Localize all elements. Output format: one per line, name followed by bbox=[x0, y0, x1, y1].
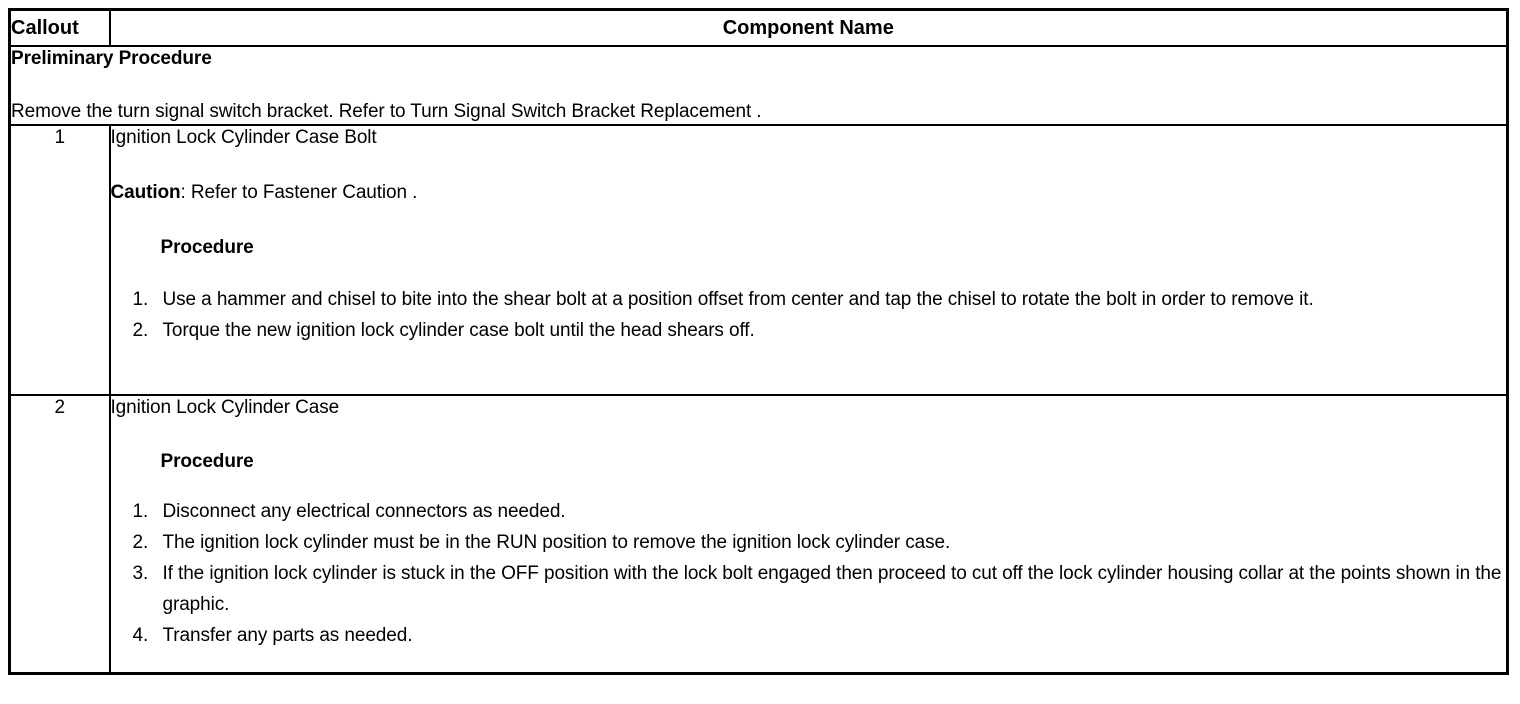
column-header-callout: Callout bbox=[8, 8, 111, 47]
table-header-row: Callout Component Name bbox=[8, 8, 1509, 47]
component-procedure-table: Callout Component Name Preliminary Proce… bbox=[8, 8, 1509, 675]
caution-note-1: Caution: Refer to Fastener Caution . bbox=[111, 181, 1507, 205]
list-item: Transfer any parts as needed. bbox=[132, 620, 413, 651]
callout-number-1: 1 bbox=[8, 124, 111, 396]
component-title-2: Ignition Lock Cylinder Case bbox=[110, 397, 340, 418]
procedure-step-list-1: Use a hammer and chisel to bite into the… bbox=[111, 284, 1507, 346]
table-row: 1 Ignition Lock Cylinder Case Bolt Cauti… bbox=[8, 124, 1509, 396]
table-row: 2 Ignition Lock Cylinder Case Procedure … bbox=[8, 394, 1509, 675]
list-item: Use a hammer and chisel to bite into the… bbox=[132, 284, 1314, 315]
component-detail-cell-2: Ignition Lock Cylinder Case Procedure Di… bbox=[108, 394, 1509, 675]
callout-number-2: 2 bbox=[8, 394, 111, 675]
caution-reference-text: : Refer to Fastener Caution . bbox=[180, 182, 418, 203]
preliminary-procedure-row: Preliminary Procedure Remove the turn si… bbox=[8, 45, 1509, 126]
list-item: The ignition lock cylinder must be in th… bbox=[132, 527, 951, 558]
list-item: Disconnect any electrical connectors as … bbox=[132, 496, 566, 527]
component-detail-cell-1: Ignition Lock Cylinder Case Bolt Caution… bbox=[108, 124, 1509, 396]
column-header-component-name: Component Name bbox=[108, 8, 1509, 47]
procedure-step-list-2: Disconnect any electrical connectors as … bbox=[111, 496, 1507, 651]
preliminary-procedure-text: Remove the turn signal switch bracket. R… bbox=[11, 101, 762, 122]
procedure-heading-2: Procedure bbox=[160, 451, 254, 472]
preliminary-procedure-cell: Preliminary Procedure Remove the turn si… bbox=[8, 45, 1509, 126]
caution-label: Caution bbox=[110, 182, 181, 203]
list-item: If the ignition lock cylinder is stuck i… bbox=[132, 558, 1502, 615]
component-title-1: Ignition Lock Cylinder Case Bolt bbox=[110, 127, 377, 148]
list-item: Torque the new ignition lock cylinder ca… bbox=[132, 315, 755, 346]
procedure-heading-1: Procedure bbox=[160, 237, 254, 258]
preliminary-procedure-heading: Preliminary Procedure bbox=[11, 48, 212, 69]
